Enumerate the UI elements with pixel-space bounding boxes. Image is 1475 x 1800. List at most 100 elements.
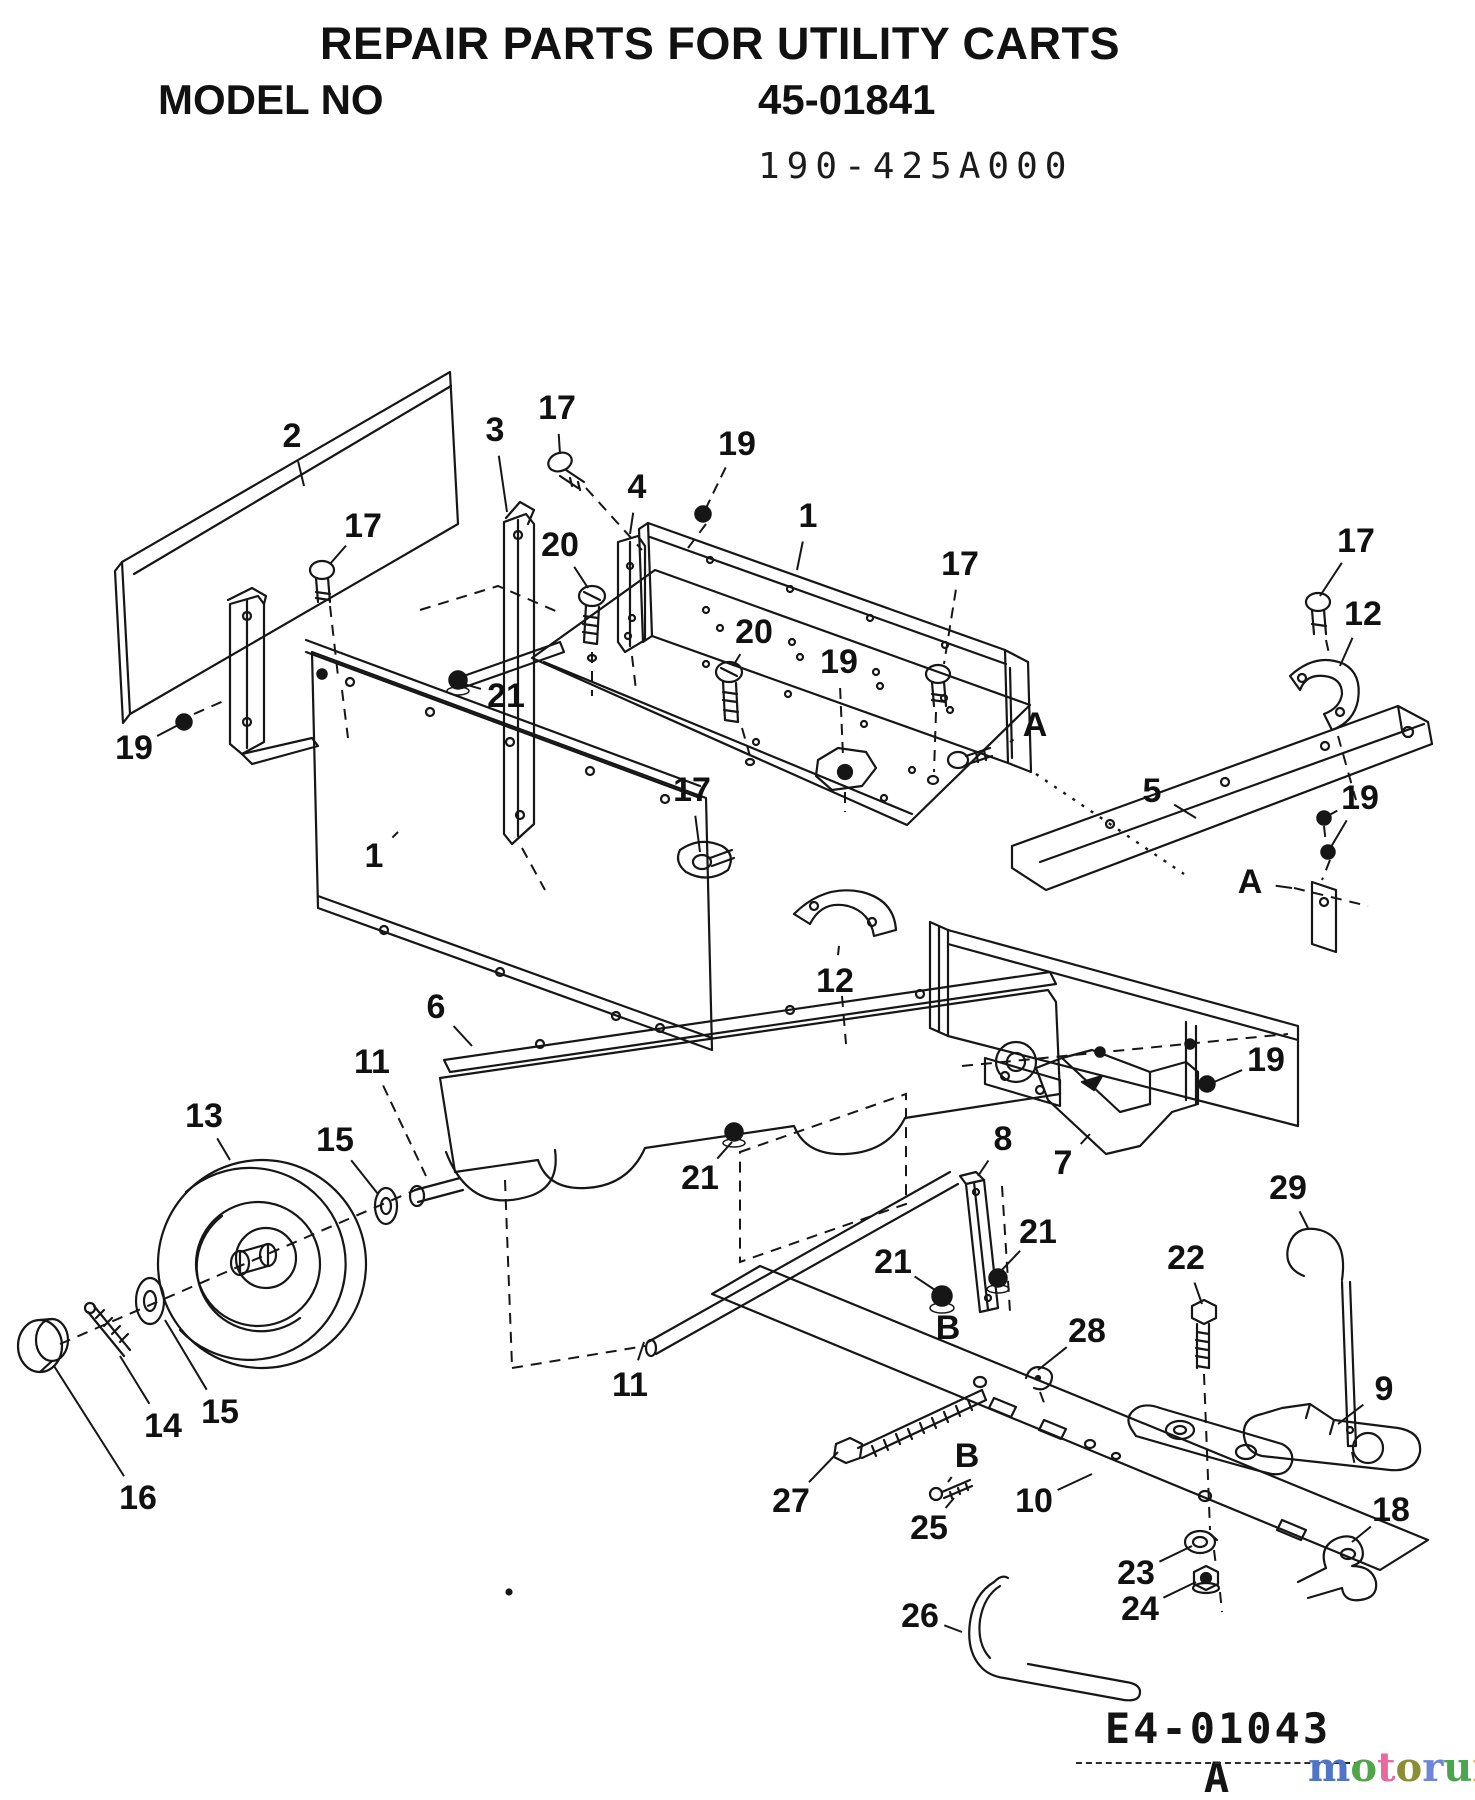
floor-panel [530,568,1032,827]
left-corner-channel [226,586,320,766]
part-11-cross-tube [644,1170,960,1358]
callout-leader [1173,803,1197,819]
callout-label-22: 22 [1167,1239,1205,1277]
callout-label-1: 1 [365,837,384,875]
callout-label-17: 17 [673,771,711,809]
callout-label-19: 19 [1247,1041,1285,1079]
callout-leader [557,433,561,455]
variant-code: 190-425A000 [758,146,1074,187]
callout-leader [1323,809,1338,819]
callout-label-19: 19 [115,729,153,767]
alignment-dashed-lines [59,487,1369,1613]
callout-leader [796,541,804,571]
part-15-washer-outer [373,1186,399,1226]
callout-leader [1339,637,1354,667]
callout-label-9: 9 [1375,1370,1394,1408]
part-13-wheel [156,1158,368,1370]
callout-label-23: 23 [1117,1554,1155,1592]
part-10-tongue-bar [710,1264,1430,1572]
screw-20-center [714,660,744,724]
callout-leader [391,831,399,839]
callout-label-10: 10 [1015,1482,1053,1520]
bolt-17-right [1304,591,1332,636]
callout-leader [53,1365,125,1477]
stray-dot [505,1588,513,1596]
callout-label-20: 20 [541,526,579,564]
callout-leader [839,687,844,757]
watermark-letter: t [1377,1744,1396,1791]
callout-leader [329,544,347,565]
callout-label-19: 19 [1341,779,1379,817]
callout-leader [1057,1473,1093,1491]
part-28-clip [1024,1366,1054,1391]
part-12-bracket-center [792,889,898,938]
part-25-carriage-bolt [928,1478,974,1502]
callout-leader [463,683,482,690]
callout-leader [914,1275,939,1293]
part-6-axle-housing [408,970,1062,1208]
bolt-17-center [924,663,952,708]
callout-label-11: 11 [612,1366,648,1404]
model-number: 45-01841 [758,76,936,123]
callout-label-3: 3 [486,411,505,449]
callout-label-A: A [1238,863,1263,901]
callout-label-29: 29 [1269,1169,1307,1207]
callout-label-28: 28 [1068,1312,1106,1350]
callout-label-17: 17 [344,507,382,545]
callout-leader [943,589,957,665]
callout-label-16: 16 [119,1479,157,1517]
callout-leader [1079,1133,1091,1145]
callout-leader [837,945,840,956]
watermark-letter: u [1443,1744,1473,1791]
callout-label-27: 27 [772,1482,810,1520]
part-22-bolt [1190,1298,1218,1370]
callout-label-7: 7 [1054,1144,1073,1182]
callout-label-8: 8 [994,1120,1013,1158]
part-5-side-rail [1010,704,1434,892]
callout-leader [382,1085,427,1177]
callout-label-21: 21 [1019,1213,1057,1251]
callout-leader [997,1250,1021,1275]
watermark-logo: motoruf.de [1308,1748,1475,1795]
corner-angle-rail [456,640,566,690]
part-2-tailgate-panel [113,370,460,725]
callout-label-18: 18 [1372,1491,1410,1529]
callout-label-B: B [936,1309,961,1347]
callout-label-26: 26 [901,1597,939,1635]
screw-20-left [577,584,607,646]
page-title: REPAIR PARTS FOR UTILITY CARTS [319,18,1121,69]
callout-label-13: 13 [185,1097,223,1135]
callout-label-24: 24 [1121,1590,1159,1628]
callout-leader [452,1025,473,1047]
part-23-lock-washer [1183,1529,1219,1555]
callout-leader [977,1159,990,1177]
callout-leader [705,466,727,509]
part-1-rear-side-panel [637,521,1033,774]
drawing-number-rule [1076,1762,1360,1764]
callout-label-2: 2 [283,417,302,455]
callout-leader [947,1476,953,1483]
callout-leader [1319,562,1343,597]
callout-label-21: 21 [681,1159,719,1197]
callout-leader [164,1319,208,1391]
callout-leader [156,721,185,737]
part-24-nut [1191,1564,1221,1595]
bolt-17-top [547,451,586,492]
part-18-hairpin-cotter [1296,1535,1378,1602]
callout-leader [1298,1210,1309,1229]
callout-leader [1193,1282,1203,1305]
callout-label-17: 17 [941,545,979,583]
callout-label-20: 20 [735,613,773,651]
part-14-cotter-pin [83,1301,132,1358]
callout-label-4: 4 [628,468,647,506]
callout-label-6: 6 [427,988,446,1026]
right-side-panel [928,920,1300,1128]
part-8-strap [958,1170,1000,1314]
callout-label-11: 11 [354,1043,390,1081]
callout-leader [297,461,305,487]
flange-nuts [446,670,1010,1314]
part-7-support-bracket [1034,1048,1200,1156]
callout-leader [629,512,635,535]
floor-grommet [814,746,878,792]
